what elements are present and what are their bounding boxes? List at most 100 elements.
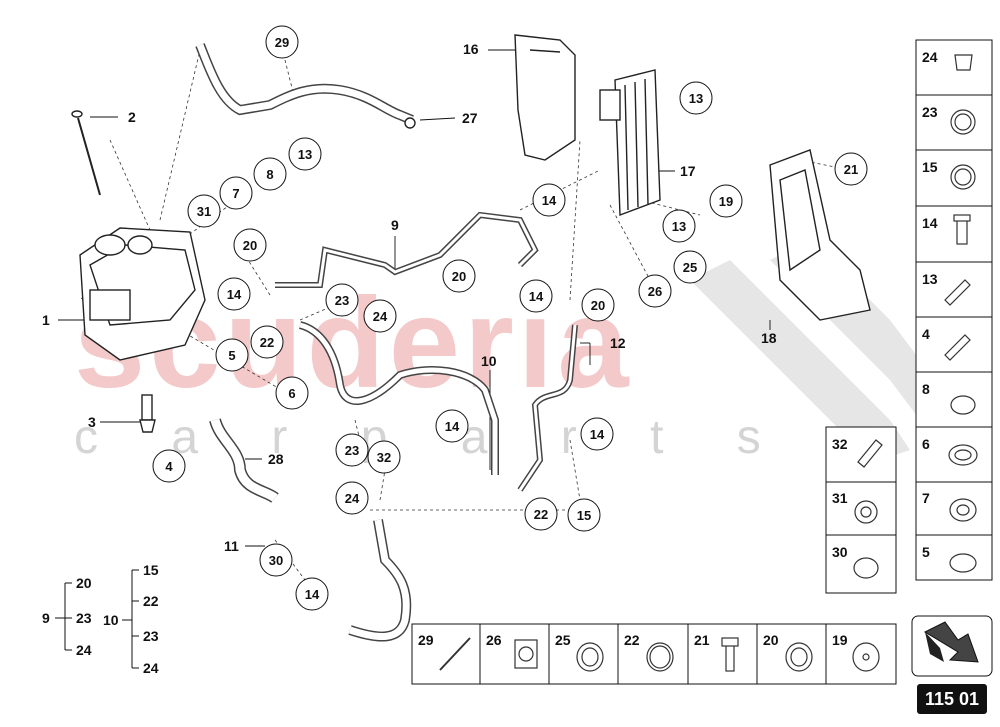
svg-text:14: 14	[590, 427, 605, 442]
bottom-part-label: 25	[555, 632, 571, 648]
callout-23b: 23	[335, 433, 369, 467]
svg-text:13: 13	[689, 91, 703, 106]
callout-14d: 14	[295, 577, 329, 611]
callout-26: 26	[638, 274, 672, 308]
legend9-root: 9	[42, 610, 50, 626]
svg-text:14: 14	[529, 289, 544, 304]
callout-5: 5	[215, 338, 249, 372]
callout-25: 25	[673, 250, 707, 284]
callout-19: 19	[709, 184, 743, 218]
callout-14f: 14	[519, 279, 553, 313]
label-12: 12	[610, 335, 626, 351]
svg-text:13: 13	[672, 219, 686, 234]
legend9-item: 24	[76, 642, 92, 658]
svg-text:20: 20	[591, 298, 605, 313]
side-parts-table: 24 23 15 14 13 4 8 6 7 5	[915, 39, 993, 581]
side-part-label: 5	[922, 544, 930, 560]
svg-text:20: 20	[452, 269, 466, 284]
label-17: 17	[680, 163, 696, 179]
label-3: 3	[88, 414, 96, 430]
callout-31: 31	[187, 194, 221, 228]
legend9-item: 20	[76, 575, 92, 591]
plain-labels: 2 27 1 3 28 9 10 12 11 18 16 17	[42, 41, 777, 554]
svg-text:8: 8	[266, 167, 273, 182]
svg-text:24: 24	[345, 491, 360, 506]
mid-part-label: 31	[832, 490, 848, 506]
label-10: 10	[481, 353, 497, 369]
callout-14e: 14	[532, 183, 566, 217]
part-drawings	[71, 34, 871, 642]
callout-30: 30	[259, 543, 293, 577]
legend10-item: 23	[143, 628, 159, 644]
svg-text:14: 14	[227, 287, 242, 302]
kit-legend: 9 20 23 24 10 15 22 23 24	[42, 562, 159, 676]
svg-text:24: 24	[373, 309, 388, 324]
svg-text:26: 26	[648, 284, 662, 299]
callout-21: 21	[834, 152, 868, 186]
svg-text:5: 5	[228, 348, 235, 363]
callout-32: 32	[367, 440, 401, 474]
side-part-label: 15	[922, 159, 938, 175]
side-part-label: 6	[922, 436, 930, 452]
side-part-label: 4	[922, 326, 930, 342]
callout-14b: 14	[435, 409, 469, 443]
callout-24b: 24	[335, 481, 369, 515]
callout-13: 13	[288, 137, 322, 171]
svg-text:30: 30	[269, 553, 283, 568]
legend10-item: 24	[143, 660, 159, 676]
svg-text:29: 29	[275, 35, 289, 50]
callout-22: 22	[250, 325, 284, 359]
legend10-item: 22	[143, 593, 159, 609]
callout-15: 15	[567, 498, 601, 532]
side-part-label: 23	[922, 104, 938, 120]
callout-circles: 29 13 8 7 31 20 14 22 5 6 4 23 24 20 14 …	[152, 25, 868, 611]
mid-part-label: 32	[832, 436, 848, 452]
callout-20c: 20	[581, 288, 615, 322]
leader-lines	[79, 49, 851, 601]
legend10-root: 10	[103, 612, 119, 628]
svg-text:20: 20	[243, 238, 257, 253]
label-9: 9	[391, 217, 399, 233]
svg-text:14: 14	[305, 587, 320, 602]
svg-text:23: 23	[345, 443, 359, 458]
checker-pattern	[690, 240, 920, 460]
callout-29: 29	[265, 25, 299, 59]
svg-text:13: 13	[298, 147, 312, 162]
page-number: 115 01	[917, 684, 987, 714]
svg-text:22: 22	[534, 507, 548, 522]
callout-4: 4	[152, 449, 186, 483]
callout-13b: 13	[679, 81, 713, 115]
label-11: 11	[224, 538, 239, 554]
svg-text:32: 32	[377, 450, 391, 465]
label-18: 18	[761, 330, 777, 346]
callout-14c: 14	[580, 417, 614, 451]
svg-text:23: 23	[335, 293, 349, 308]
callout-23a: 23	[325, 283, 359, 317]
callout-8: 8	[253, 157, 287, 191]
bottom-part-label: 19	[832, 632, 848, 648]
svg-text:22: 22	[260, 335, 274, 350]
arrow-nav-icon[interactable]	[911, 615, 993, 677]
callout-20: 20	[233, 228, 267, 262]
side-part-label: 7	[922, 490, 930, 506]
callout-14: 14	[217, 277, 251, 311]
bottom-part-label: 22	[624, 632, 640, 648]
bottom-part-label: 20	[763, 632, 779, 648]
side-part-label: 13	[922, 271, 938, 287]
side-part-label: 24	[922, 49, 938, 65]
label-2: 2	[128, 109, 136, 125]
mid-part-label: 30	[832, 544, 848, 560]
label-28: 28	[268, 451, 284, 467]
svg-text:7: 7	[232, 186, 239, 201]
label-1: 1	[42, 312, 50, 328]
bottom-parts-table: 29 26 25 22 21 20 19	[411, 623, 897, 685]
callout-13c: 13	[662, 209, 696, 243]
svg-text:21: 21	[844, 162, 858, 177]
mid-parts-table: 32 31 30	[825, 426, 897, 594]
svg-text:31: 31	[197, 204, 211, 219]
callout-22b: 22	[524, 497, 558, 531]
bottom-part-label: 29	[418, 632, 434, 648]
bottom-part-label: 21	[694, 632, 710, 648]
svg-text:4: 4	[165, 459, 173, 474]
